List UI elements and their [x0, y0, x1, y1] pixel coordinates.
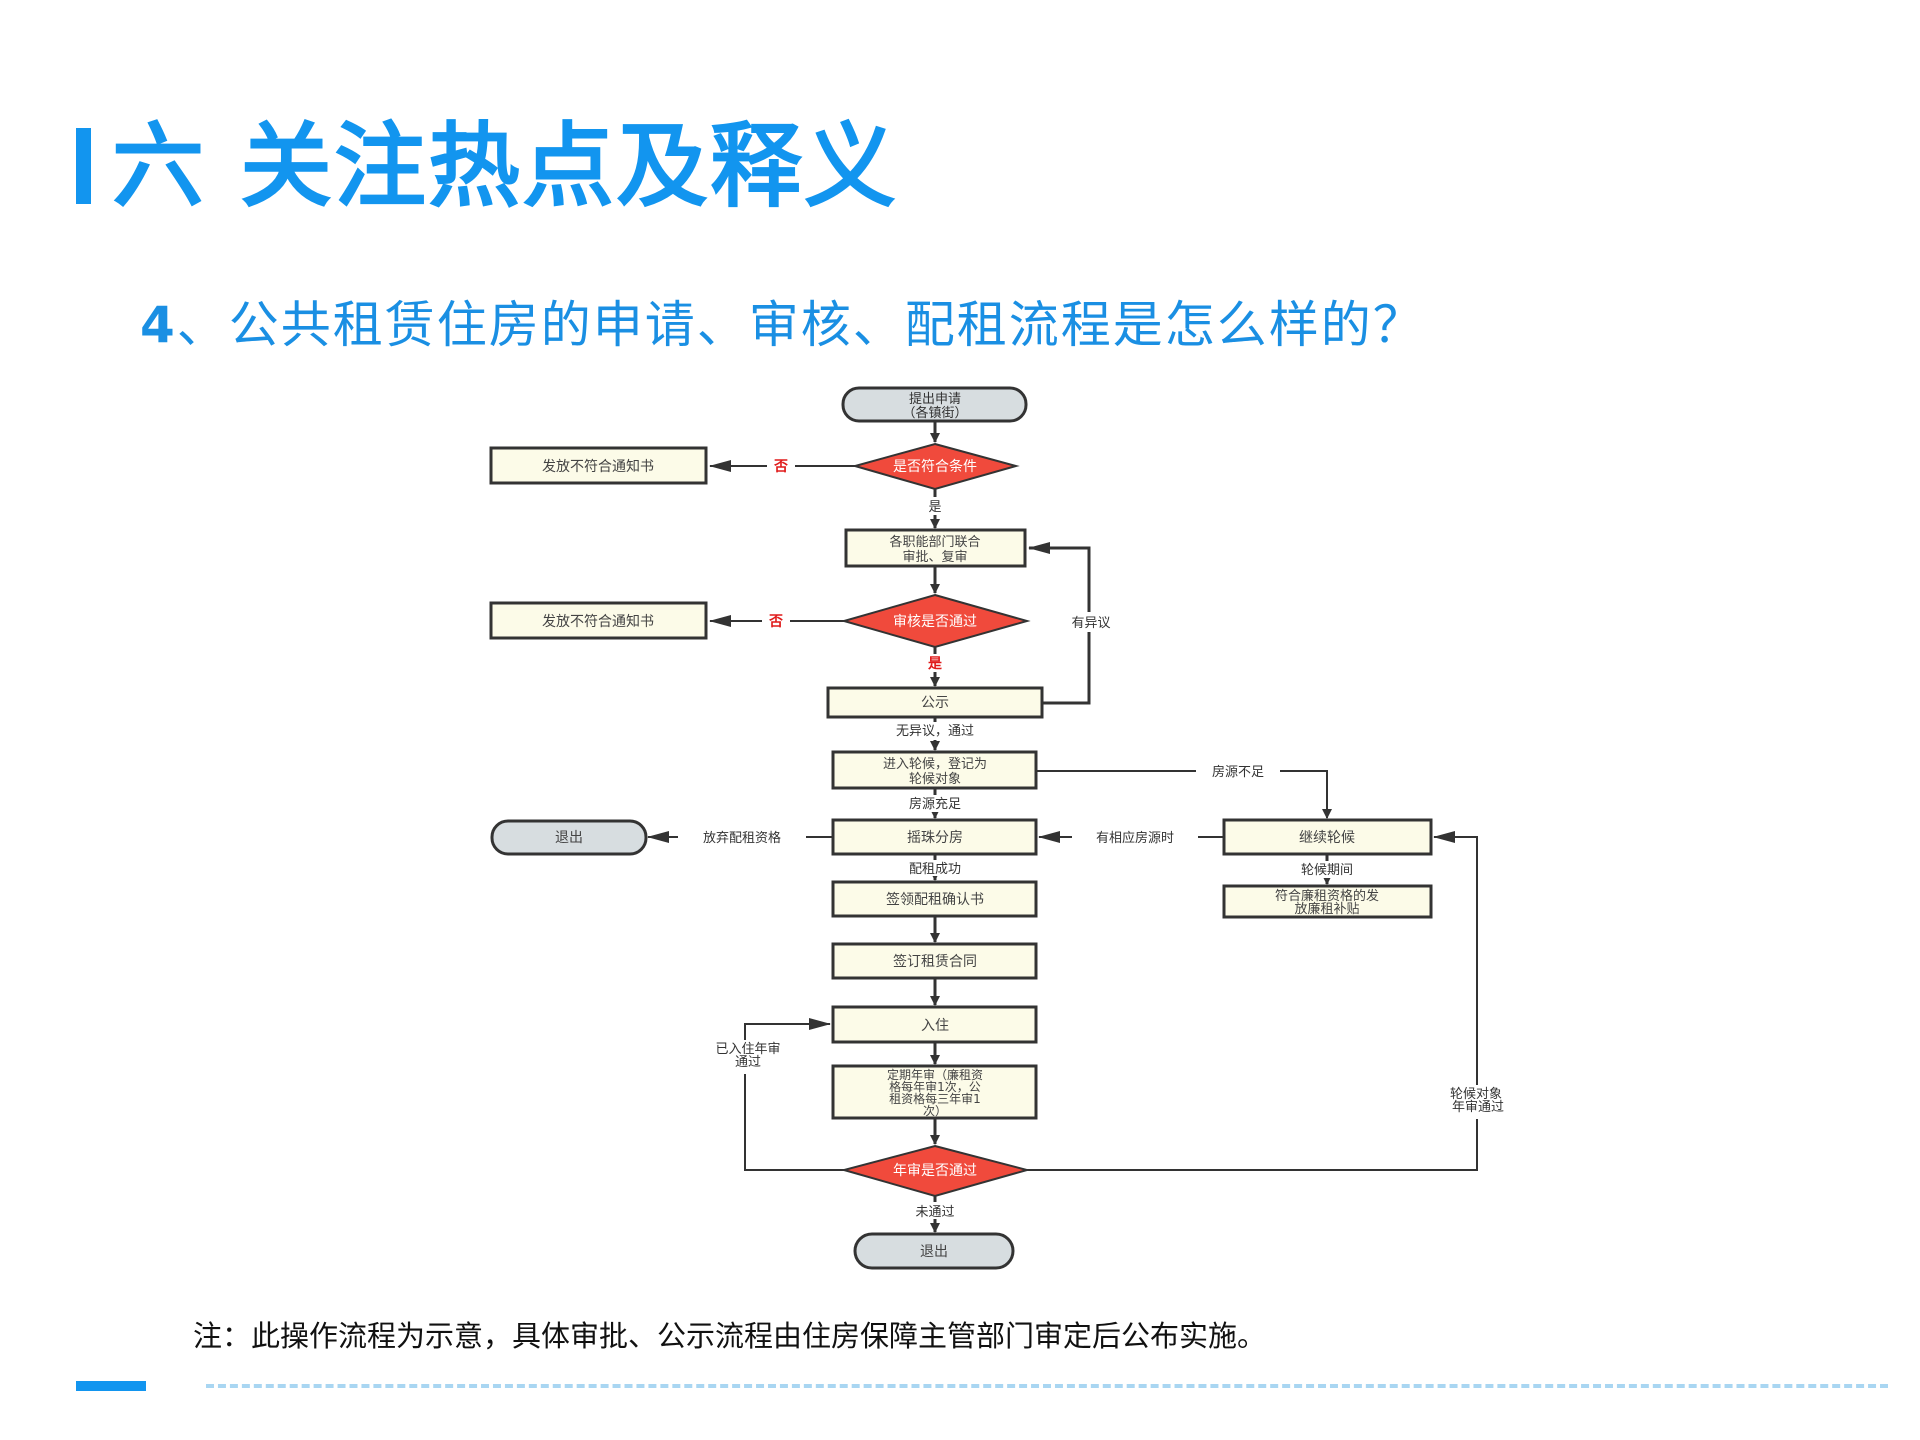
edge-label-no-1: 否: [773, 459, 788, 475]
node-sign-confirm-label: 签领配租确认书: [886, 891, 984, 908]
node-continue-queue-label: 继续轮候: [1299, 829, 1355, 846]
title-accent-bar: [76, 128, 91, 204]
node-queue-line1: 进入轮候，登记为: [883, 757, 987, 772]
node-reject-1-label: 发放不符合通知书: [542, 458, 654, 475]
edge-resident-pass-loop: [744, 1018, 844, 1171]
node-joint-review-line2: 审批、复审: [902, 550, 967, 565]
node-joint-review: 各职能部门联合 审批、复审: [844, 528, 1027, 568]
edge-label-queue-pass-line1: 轮候对象: [1450, 1087, 1502, 1102]
node-lottery-label: 摇珠分房: [907, 830, 963, 846]
decision-annual-label: 年审是否通过: [893, 1163, 977, 1179]
node-lottery: 摇珠分房: [831, 818, 1038, 856]
edge-label-success: 配租成功: [909, 862, 961, 877]
node-queue: 进入轮候，登记为 轮候对象: [831, 750, 1038, 790]
edge-label-no-objection: 无异议，通过: [896, 724, 974, 739]
node-move-in-label: 入住: [921, 1018, 949, 1034]
edge-label-queue-pass-line2: 年审通过: [1452, 1100, 1504, 1115]
node-annual-review-line3: 租资格每三年审1: [889, 1091, 981, 1106]
node-start-line1: 提出申请: [909, 391, 961, 407]
edge-label-fail: 未通过: [915, 1205, 954, 1220]
node-exit-1-label: 退出: [555, 830, 583, 846]
edge-insufficient: [1036, 770, 1332, 819]
decision-annual: 年审是否通过: [840, 1144, 1031, 1198]
node-publicity-label: 公示: [921, 695, 949, 711]
node-exit-1: 退出: [490, 819, 648, 856]
edge-label-no-2: 否: [768, 614, 783, 630]
decision-review: 审核是否通过: [840, 593, 1031, 649]
node-annual-review-line4: 次）: [923, 1104, 947, 1118]
footnote: 注：此操作流程为示意，具体审批、公示流程由住房保障主管部门审定后公布实施。: [193, 1319, 1267, 1353]
footer-accent-bar: [76, 1381, 146, 1391]
edge-label-yes-2: 是: [928, 656, 943, 672]
edge-label-insufficient: 房源不足: [1212, 764, 1264, 780]
node-queue-line2: 轮候对象: [909, 772, 961, 787]
node-start: 提出申请 （各镇街）: [841, 386, 1028, 423]
node-publicity: 公示: [826, 686, 1044, 719]
node-sign-confirm: 签领配租确认书: [831, 880, 1038, 918]
edge-label-queue-period: 轮候期间: [1301, 863, 1353, 878]
node-sign-contract-label: 签订租赁合同: [893, 953, 977, 970]
decision-condition-label: 是否符合条件: [893, 458, 977, 475]
node-continue-queue: 继续轮候: [1222, 818, 1433, 856]
node-annual-review-line1: 定期年审（廉租资: [887, 1067, 983, 1082]
edge-label-resident-pass-line2: 通过: [735, 1055, 761, 1070]
node-reject-1: 发放不符合通知书: [489, 446, 708, 485]
node-exit-2: 退出: [853, 1232, 1015, 1270]
edge-label-yes-1: 是: [928, 500, 941, 515]
node-start-line2: （各镇街）: [902, 405, 967, 421]
node-subsidy-line1: 符合廉租资格的发: [1275, 888, 1379, 904]
page-title: 六 关注热点及释义: [112, 113, 899, 220]
edge-queue-pass-loop: [1027, 831, 1478, 1171]
edge-label-resident-pass-line1: 已入住年审: [715, 1042, 780, 1057]
node-reject-2: 发放不符合通知书: [489, 601, 708, 640]
edge-label-objection: 有异议: [1071, 616, 1110, 631]
node-exit-2-label: 退出: [920, 1244, 948, 1260]
node-joint-review-line1: 各职能部门联合: [889, 534, 980, 550]
question-text: 、公共租赁住房的申请、审核、配租流程是怎么样的？: [176, 296, 1425, 354]
edge-label-has-housing: 有相应房源时: [1096, 830, 1174, 846]
node-subsidy: 符合廉租资格的发 放廉租补贴: [1222, 884, 1433, 919]
decision-review-label: 审核是否通过: [893, 614, 977, 630]
node-move-in: 入住: [831, 1005, 1038, 1044]
node-annual-review: 定期年审（廉租资 格每年审1次，公 租资格每三年审1 次）: [831, 1064, 1038, 1120]
node-reject-2-label: 发放不符合通知书: [542, 613, 654, 630]
node-annual-review-line2: 格每年审1次，公: [889, 1079, 981, 1094]
flowchart: 提出申请 （各镇街） 是否符合条件 发放不符合通知书 各职能部门联合 审批、复审…: [489, 386, 1523, 1270]
edge-label-give-up: 放弃配租资格: [703, 830, 781, 846]
node-sign-contract: 签订租赁合同: [831, 942, 1038, 980]
footer-dashed-divider: [206, 1384, 1888, 1388]
edge-labels: 否 是 否 是 有异议 无异议，通过 房源不足 房源充足 放弃配租资格 有相应房…: [678, 456, 1523, 1220]
edge-label-sufficient: 房源充足: [909, 796, 961, 812]
question-heading: 4、公共租赁住房的申请、审核、配租流程是怎么样的？: [140, 295, 1425, 355]
question-number: 4: [140, 296, 177, 354]
decision-condition: 是否符合条件: [851, 442, 1020, 491]
node-subsidy-line2: 放廉租补贴: [1294, 901, 1359, 917]
